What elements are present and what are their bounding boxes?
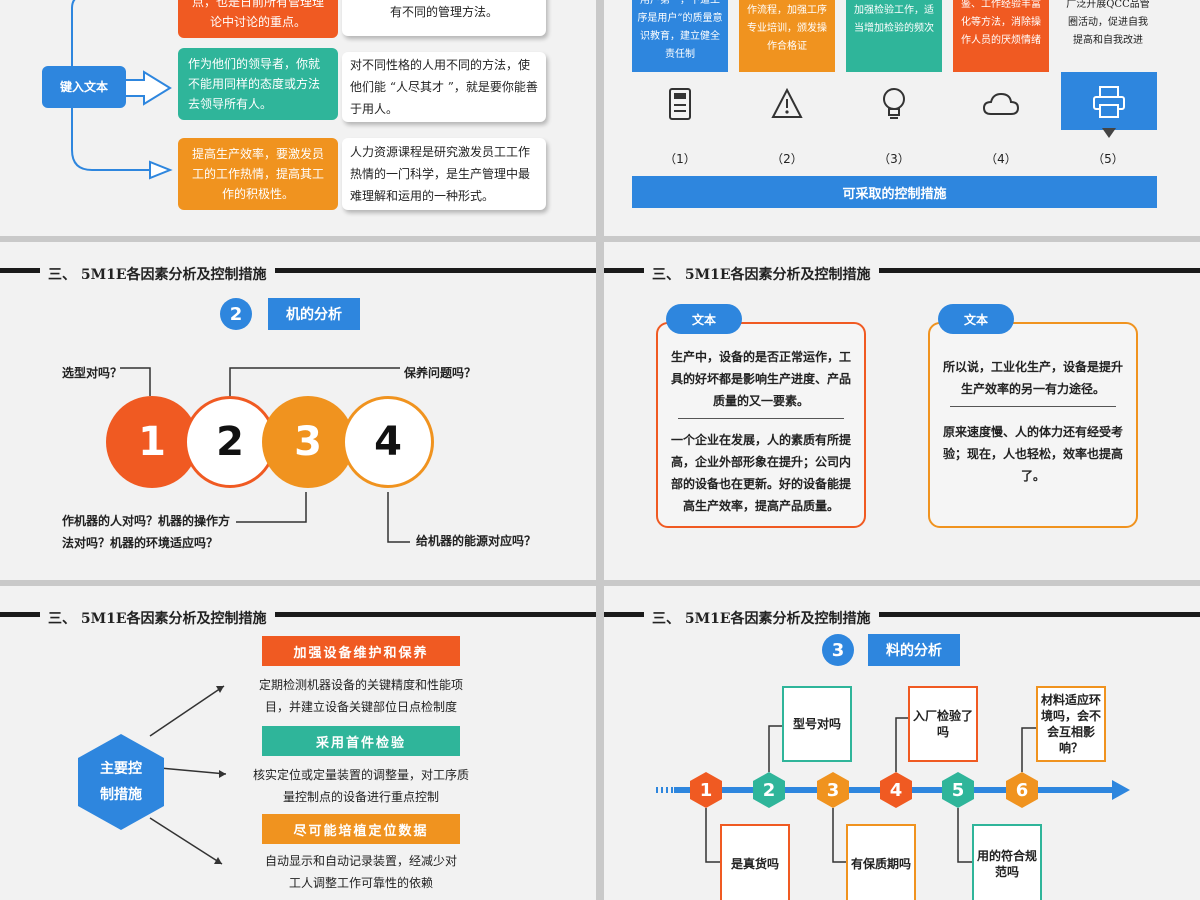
card-left-divider (678, 418, 844, 419)
control-text-1: 定期检测机器设备的关键精度和性能项目，并建立设备关键部位日点检制度 (258, 678, 463, 714)
label-incoming-inspection: 入厂检验了吗 (908, 686, 978, 762)
slide-main-controls: 三、 5M1E各因素分析及控制措施 主要控制措施 加强设备维护和保养 定期检测机… (0, 586, 596, 900)
card-left-bottom-text: 一个企业在发展，人的素质有所提高，企业外部形象在提升；公司内部的设备也在更新。好… (670, 433, 851, 513)
flow-arrows (71, 0, 173, 180)
hex-label: 主要控制措施 (100, 761, 142, 803)
control-text-2: 核实定位或定量装置的调整量，对工序质量控制点的设备进行重点控制 (252, 768, 469, 804)
control-bar-1: 加强设备维护和保养 (262, 636, 460, 666)
column2-text: 作流程，加强工序专业培训，颁发操作合格证 (739, 0, 835, 72)
question-top-left: 选型对吗？ (62, 366, 123, 380)
label-standard: 用的符合规范吗 (972, 824, 1042, 900)
column5-number: （5） (1092, 152, 1124, 166)
branch-arrows (149, 685, 227, 865)
label-environment: 材料适应环境吗，会不会互相影响？ (1036, 686, 1106, 762)
circle-4: 4 (342, 396, 434, 488)
column3-number: （3） (878, 152, 910, 166)
section-number-badge: 3 (822, 634, 854, 666)
slide-material-analysis: 三、 5M1E各因素分析及控制措施 3 料的分析 型号对吗 入厂检验了吗 材料适… (604, 586, 1200, 900)
card-right-tag: 文本 (938, 304, 1014, 334)
section-title: 料的分析 (868, 634, 960, 666)
column2-number: （2） (771, 152, 803, 166)
label-genuine: 是真货吗 (720, 824, 790, 900)
slide-machine-analysis: 三、 5M1E各因素分析及控制措施 2 机的分析 1 2 3 4 选型对吗？ 保… (0, 242, 596, 580)
column4-number: （4） (985, 152, 1017, 166)
card-right-top-text: 所以说，工业化生产，设备是提升生产效率的另一有力途径。 (942, 360, 1123, 396)
slide-control-measures: 用户第一，下道工序是用户”的质量意识教育，建立健全责任制 作流程，加强工序专业培… (604, 0, 1200, 236)
section-number-badge: 2 (220, 298, 252, 330)
row2-right-box: 对不同性格的人用不同的方法，使他们能 “人尽其才 ”，就是要你能善于用人。 (342, 52, 546, 122)
section-header: 三、 5M1E各因素分析及控制措施 (40, 264, 275, 284)
question-bottom-left: 作机器的人对吗？机器的操作方法对吗？机器的环境适应吗？ (62, 514, 231, 550)
row3-left-box: 提高生产效率，要激发员工的工作热情，提高其工作的积极性。 (178, 138, 338, 210)
text-card-left: 生产中，设备的是否正常运作，工具的好坏都是影响生产进度、产品质量的又一要素。 一… (656, 322, 866, 528)
connector-lines (120, 367, 410, 543)
label-shelf-life: 有保质期吗 (846, 824, 916, 900)
text-card-right: 所以说，工业化生产，设备是提升生产效率的另一有力途径。 原来速度慢、人的体力还有… (928, 322, 1138, 528)
control-bar-3: 尽可能培植定位数据 (262, 814, 460, 844)
control-text-3: 自动显示和自动记录装置，经减少对工人调整工作可靠性的依赖 (264, 854, 457, 890)
header-rule (0, 268, 596, 273)
header-rule (0, 612, 596, 617)
column4-text: 鉴、工作经验丰富化等方法，消除操作人员的厌烦情绪 (953, 0, 1049, 72)
printer-icon-highlight (1061, 72, 1157, 130)
warning-icon (767, 84, 807, 124)
pointer-triangle (1102, 128, 1116, 138)
row1-left-box: 点，也是日前所有管理理论中讨论的重点。 (178, 0, 338, 38)
cloud-icon (981, 84, 1021, 124)
row2-left-box: 作为他们的领导者，你就不能用同样的态度或方法去领导所有人。 (178, 48, 338, 120)
input-text-label: 键入文本 (42, 66, 126, 108)
slide-equipment-text: 三、 5M1E各因素分析及控制措施 生产中，设备的是否正常运作，工具的好坏都是影… (604, 242, 1200, 580)
control-bar-2: 采用首件检验 (262, 726, 460, 756)
card-left-top-text: 生产中，设备的是否正常运作，工具的好坏都是影响生产进度、产品质量的又一要素。 (670, 350, 851, 408)
column5-text: 广泛开展QCC品管圈活动，促进自我提高和自我改进 (1060, 0, 1156, 56)
header-rule (604, 612, 1200, 617)
column1-text: 用户第一，下道工序是用户”的质量意识教育，建立健全责任制 (632, 0, 728, 72)
section-header: 三、 5M1E各因素分析及控制措施 (40, 608, 275, 628)
card-left-tag: 文本 (666, 304, 742, 334)
card-right-divider (950, 406, 1116, 407)
printer-icon (1089, 82, 1129, 122)
circle-2: 2 (184, 396, 276, 488)
control-measures-bar: 可采取的控制措施 (632, 176, 1157, 208)
section-header: 三、 5M1E各因素分析及控制措施 (644, 264, 879, 284)
column1-number: （1） (664, 152, 696, 166)
row3-right-box: 人力资源课程是研究激发员工工作热情的一门科学，是生产管理中最难理解和运用的一种形… (342, 138, 546, 210)
section-title: 机的分析 (268, 298, 360, 330)
card-right-bottom-text: 原来速度慢、人的体力还有经受考验；现在，人也轻松，效率也提高了。 (942, 425, 1123, 483)
circle-3: 3 (262, 396, 354, 488)
section-header: 三、 5M1E各因素分析及控制措施 (644, 608, 879, 628)
question-top-right: 保养问题吗？ (404, 366, 477, 380)
label-model: 型号对吗 (782, 686, 852, 762)
row1-right-box: 有不同的管理方法。 (342, 0, 546, 36)
question-bottom-right: 给机器的能源对应吗？ (416, 534, 537, 548)
header-rule (604, 268, 1200, 273)
circle-1: 1 (106, 396, 198, 488)
lightbulb-icon (874, 84, 914, 124)
column3-text: 加强检验工作，适当增加检验的频次 (846, 0, 942, 72)
notebook-icon (660, 84, 700, 124)
slide-people-methods: 键入文本 点，也是日前所有管理理论中讨论的重点。 有不同的管理方法。 作为他们的… (0, 0, 596, 236)
